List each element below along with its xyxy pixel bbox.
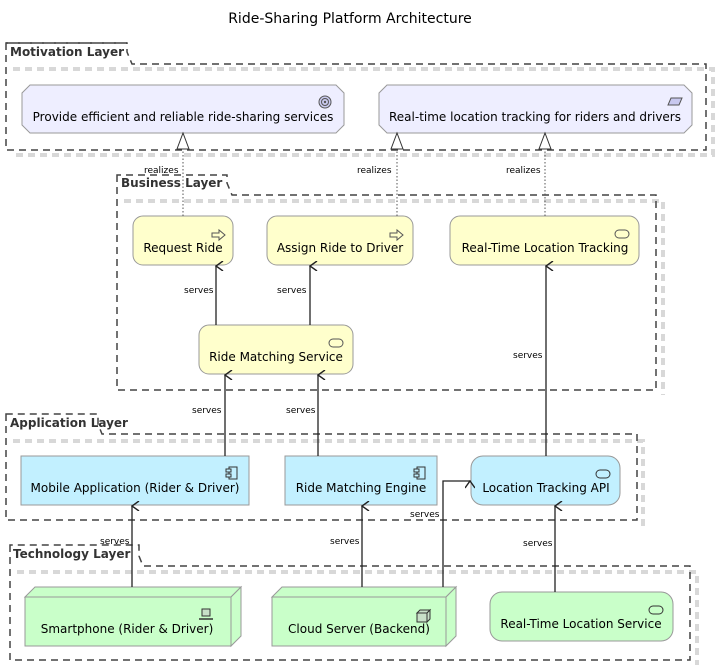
serving-edge: serves <box>513 266 546 456</box>
component-icon <box>225 466 238 480</box>
business-layer-label: Business Layer <box>121 176 222 190</box>
serving-edge: serves <box>410 481 470 587</box>
realizes-label: realizes <box>357 166 392 176</box>
diagram-title: Ride-Sharing Platform Architecture <box>228 11 472 27</box>
motivation-layer-label: Motivation Layer <box>10 45 124 59</box>
serving-edge: serves <box>192 375 225 456</box>
component-icon <box>413 466 426 480</box>
smartphone-label: Smartphone (Rider & Driver) <box>41 622 214 636</box>
cloud-server-node[interactable]: Cloud Server (Backend) <box>270 585 458 648</box>
service-icon <box>648 605 664 615</box>
realtime-tracking-service[interactable]: Real-Time Location Tracking <box>449 215 640 266</box>
realtime-location-service[interactable]: Real-Time Location Service <box>489 591 674 642</box>
realization-edge: realizes <box>144 131 190 216</box>
assign-ride-label: Assign Ride to Driver <box>277 241 403 255</box>
goal-element[interactable]: Provide efficient and reliable ride-shar… <box>21 84 345 134</box>
mobile-application-component[interactable]: Mobile Application (Rider & Driver) <box>20 455 250 506</box>
serves-label: serves <box>523 539 553 549</box>
serving-edge: serves <box>184 266 216 325</box>
service-icon <box>595 469 611 479</box>
goal-label: Provide efficient and reliable ride-shar… <box>33 110 334 124</box>
requirement-label: Real-time location tracking for riders a… <box>389 110 681 124</box>
serves-label: serves <box>513 351 543 361</box>
serves-label: serves <box>286 406 316 416</box>
ride-matching-engine-label: Ride Matching Engine <box>296 481 427 495</box>
device-icon <box>199 608 213 620</box>
ride-matching-service-label: Ride Matching Service <box>209 350 343 364</box>
technology-layer-package: Technology Layer <box>9 544 699 665</box>
serving-edge: serves <box>523 506 555 592</box>
serves-label: serves <box>277 286 307 296</box>
goal-icon <box>318 95 332 109</box>
service-icon <box>614 229 630 239</box>
serves-label: serves <box>192 406 222 416</box>
business-layer-package: Business Layer <box>116 174 665 395</box>
serving-edge: serves <box>100 506 132 587</box>
realtime-location-service-label: Real-Time Location Service <box>500 617 661 631</box>
realtime-tracking-label: Real-Time Location Tracking <box>462 241 629 255</box>
motivation-layer-package: Motivation Layer <box>5 42 715 157</box>
technology-layer-label: Technology Layer <box>13 547 130 561</box>
node-icon <box>415 608 432 624</box>
process-icon <box>389 228 404 242</box>
cloud-server-label: Cloud Server (Backend) <box>288 622 430 636</box>
application-layer-package: Application Layer <box>5 413 645 526</box>
assign-ride-process[interactable]: Assign Ride to Driver <box>266 215 414 266</box>
request-ride-process[interactable]: Request Ride <box>132 215 234 266</box>
serves-label: serves <box>184 286 214 296</box>
mobile-application-label: Mobile Application (Rider & Driver) <box>31 481 240 495</box>
serving-edge: serves <box>286 375 318 456</box>
realization-edge: realizes <box>357 131 404 216</box>
realizes-label: realizes <box>506 166 541 176</box>
requirement-element[interactable]: Real-time location tracking for riders a… <box>378 84 693 134</box>
ride-matching-engine-component[interactable]: Ride Matching Engine <box>284 455 438 506</box>
serves-label: serves <box>100 537 130 547</box>
location-tracking-api-service[interactable]: Location Tracking API <box>470 455 621 506</box>
serves-label: serves <box>410 510 440 520</box>
service-icon <box>328 338 344 348</box>
realization-edge: realizes <box>506 131 552 216</box>
ride-matching-service[interactable]: Ride Matching Service <box>198 324 354 375</box>
serving-edge: serves <box>330 506 362 587</box>
smartphone-device[interactable]: Smartphone (Rider & Driver) <box>23 585 243 648</box>
serving-edge: serves <box>277 266 310 325</box>
requirement-icon <box>667 97 683 106</box>
request-ride-label: Request Ride <box>143 241 222 255</box>
location-tracking-api-label: Location Tracking API <box>482 481 609 495</box>
process-icon <box>211 228 226 242</box>
serves-label: serves <box>330 537 360 547</box>
application-layer-label: Application Layer <box>10 416 128 430</box>
realizes-label: realizes <box>144 166 179 176</box>
